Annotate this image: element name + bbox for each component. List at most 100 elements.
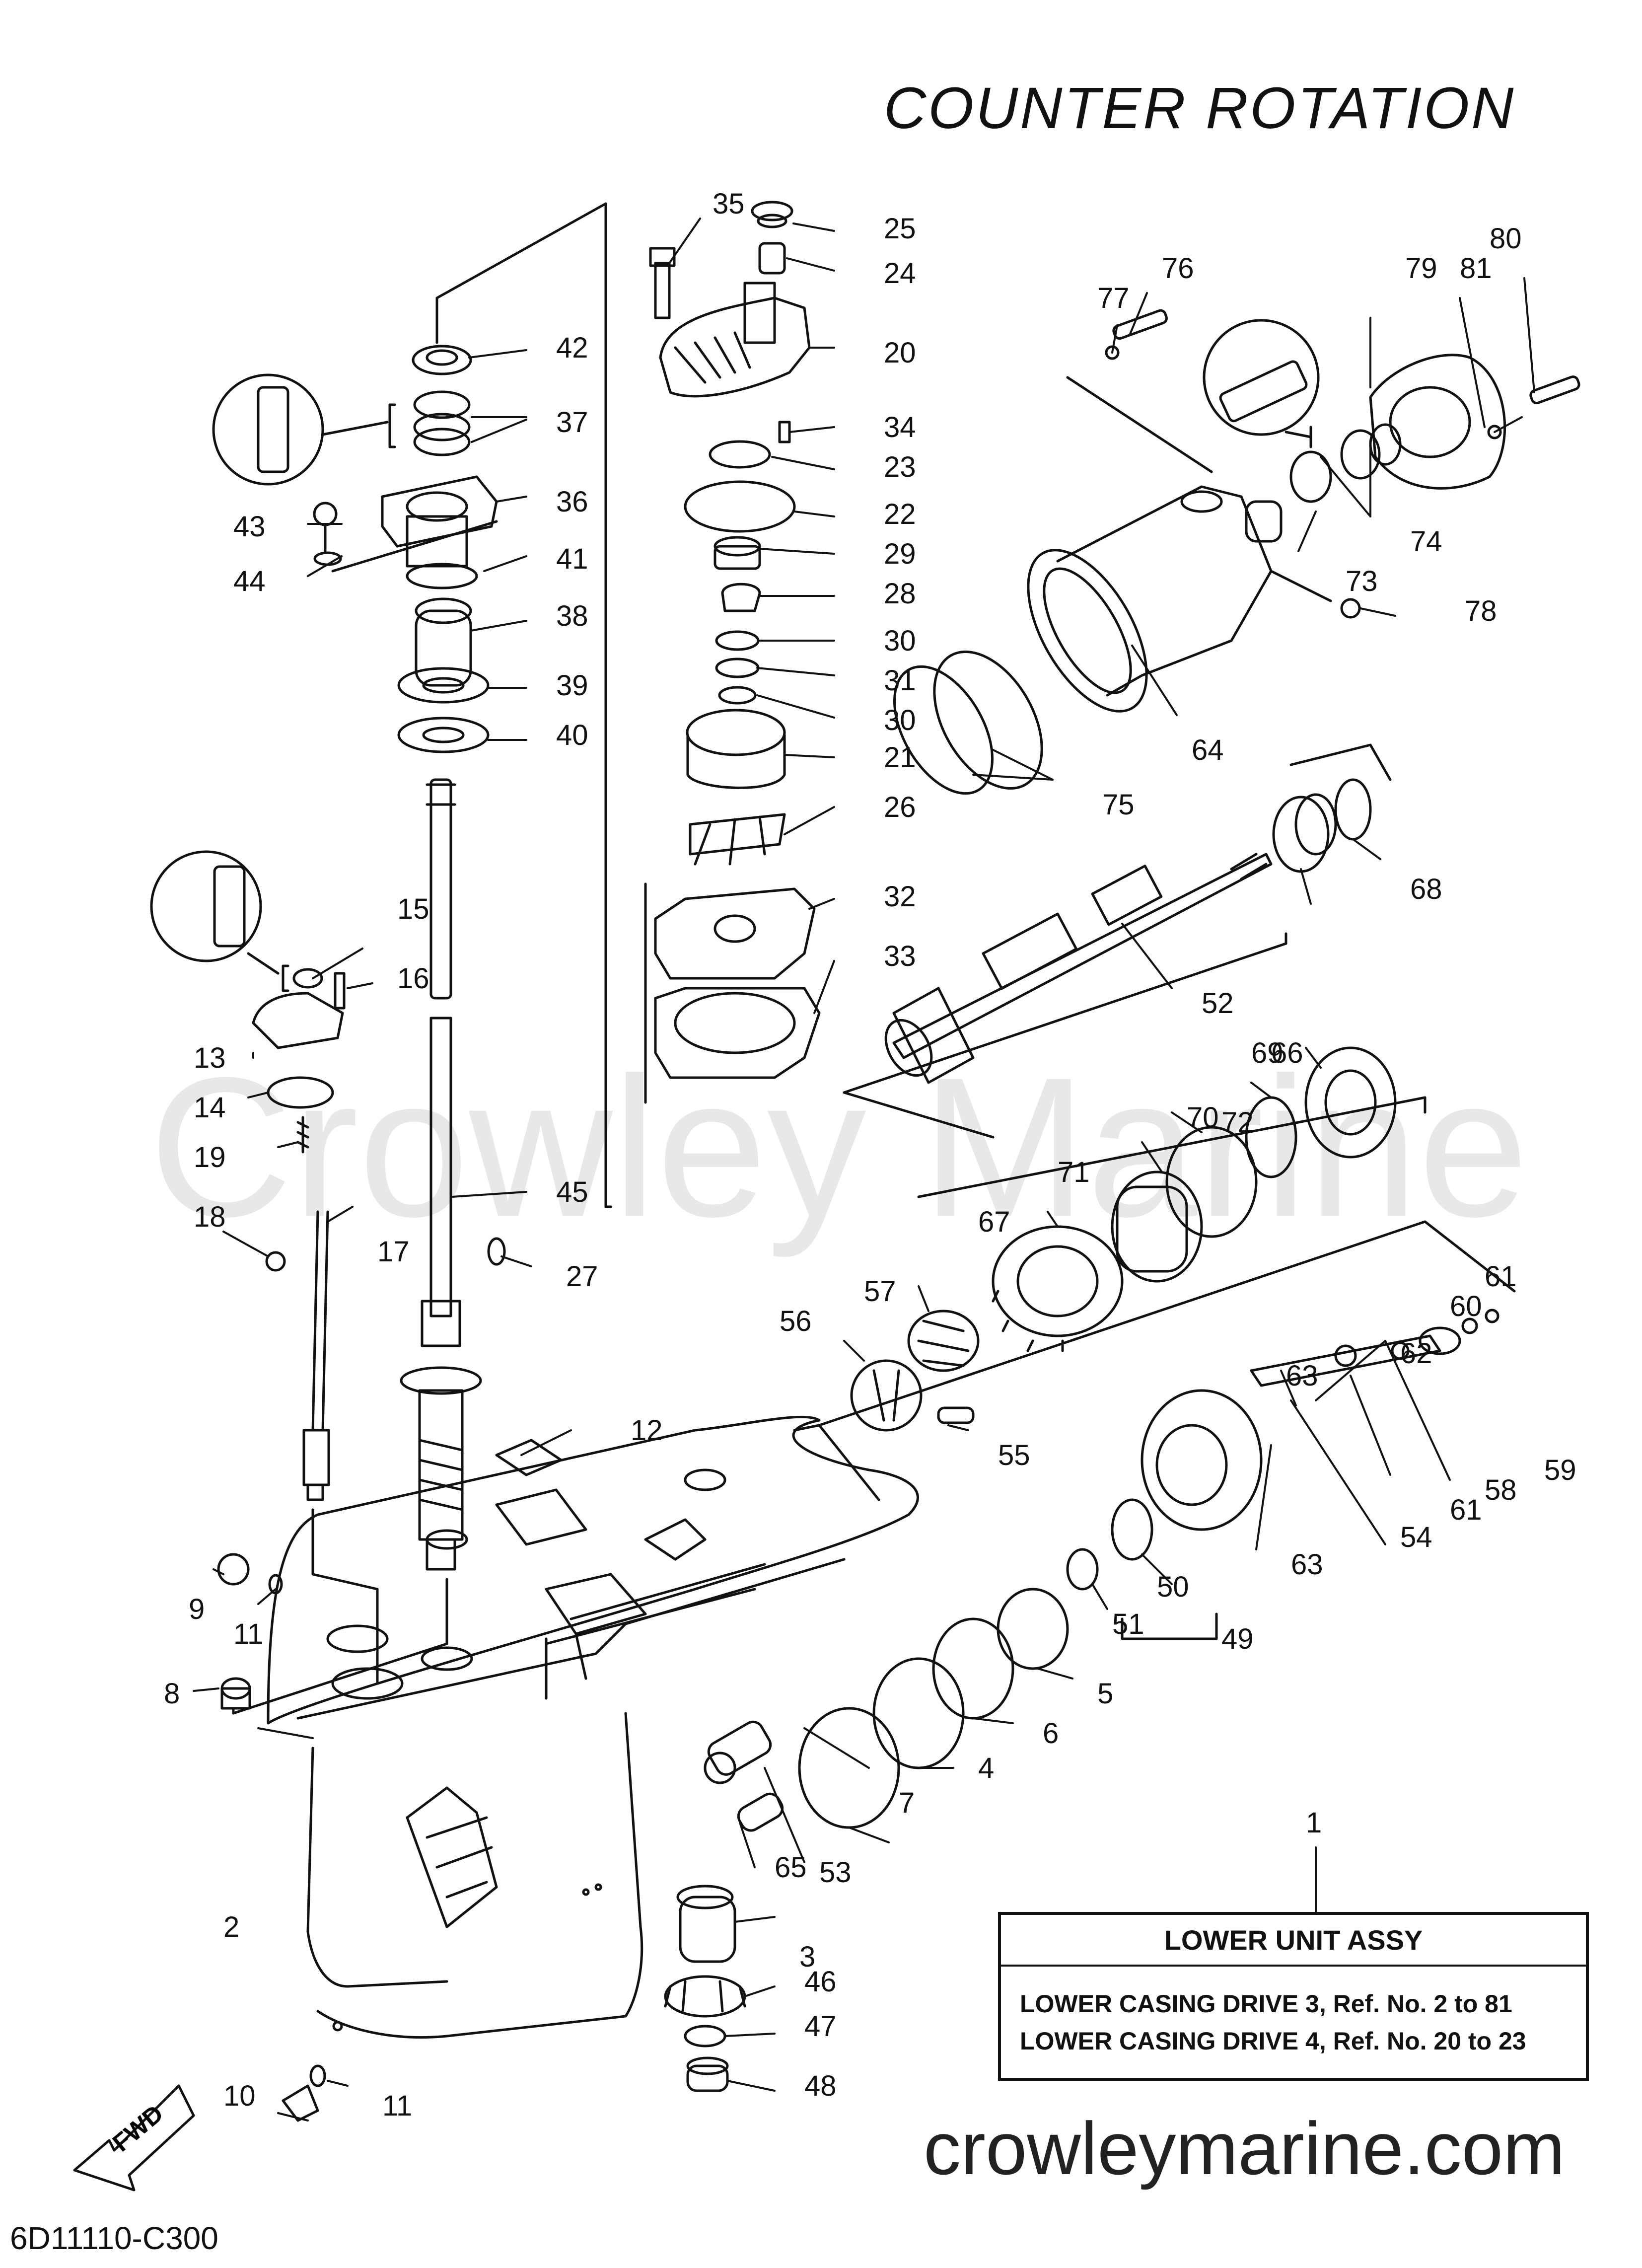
callout-51: 51	[1112, 1608, 1144, 1640]
callout-55: 55	[998, 1439, 1030, 1471]
gear-case	[267, 1415, 919, 2039]
callout-45: 45	[556, 1176, 588, 1208]
callout-2: 2	[223, 1911, 239, 1943]
callout-40: 40	[556, 719, 588, 751]
callout-78: 78	[1465, 595, 1497, 627]
callout-60: 60	[1450, 1290, 1482, 1322]
callout-13: 13	[194, 1042, 226, 1074]
callout-66: 66	[1271, 1037, 1303, 1069]
leader-lines	[193, 218, 1535, 2122]
callout-73: 73	[1346, 565, 1378, 597]
callout-25: 25	[884, 213, 916, 245]
callout-34: 34	[884, 411, 916, 443]
shift-rod	[265, 1210, 330, 1501]
callout-21: 21	[884, 741, 916, 774]
detail-callouts	[150, 319, 1320, 992]
callout-68: 68	[1410, 873, 1442, 905]
callout-9: 9	[189, 1593, 205, 1625]
callout-39: 39	[556, 669, 588, 702]
callout-4: 4	[978, 1752, 994, 1784]
drive-shaft	[400, 778, 482, 1571]
callout-70: 70	[1187, 1101, 1219, 1134]
callout-30: 30	[884, 704, 916, 736]
callout-31: 31	[884, 664, 916, 697]
callout-14: 14	[194, 1092, 226, 1124]
small-parts-left	[217, 968, 563, 2122]
callout-75: 75	[1102, 789, 1135, 821]
callout-76: 76	[1162, 252, 1194, 285]
callout-38: 38	[556, 600, 588, 632]
callout-49: 49	[1221, 1623, 1254, 1655]
gear-train	[664, 1220, 1516, 2092]
lower-unit-assy-box: LOWER UNIT ASSY LOWER CASING DRIVE 3, Re…	[998, 1912, 1589, 2081]
callout-56: 56	[780, 1305, 812, 1337]
callout-7: 7	[899, 1787, 915, 1819]
water-pump-assembly	[644, 201, 821, 1104]
assy-box-divider	[1001, 1965, 1586, 1967]
callout-62: 62	[1400, 1337, 1432, 1370]
callout-17: 17	[377, 1236, 410, 1268]
propeller-shaft-housing	[893, 309, 1580, 795]
callout-28: 28	[884, 578, 916, 610]
website-label: crowleymarine.com	[924, 2107, 1565, 2190]
drive-shaft-bearing-stack	[313, 345, 498, 753]
callout-assy-ref: 1	[1306, 1807, 1322, 1839]
callout-42: 42	[556, 332, 588, 364]
propeller-shaft	[843, 743, 1427, 1283]
callout-50: 50	[1157, 1571, 1189, 1603]
callout-37: 37	[556, 406, 588, 439]
callout-47: 47	[804, 2010, 837, 2043]
callout-11: 11	[382, 2090, 412, 2122]
callout-43: 43	[233, 511, 266, 543]
callout-74: 74	[1410, 525, 1442, 558]
callout-18: 18	[194, 1201, 226, 1233]
callout-44: 44	[233, 565, 266, 597]
callout-67: 67	[978, 1206, 1010, 1238]
callout-labels: 2345678910111112131415161718192021222324…	[107, 188, 1576, 2157]
callout-20: 20	[884, 337, 916, 369]
fwd-arrow-icon	[73, 2084, 195, 2192]
callout-33: 33	[884, 940, 916, 972]
callout-63: 63	[1291, 1548, 1323, 1581]
callout-24: 24	[884, 257, 916, 290]
callout-6: 6	[1043, 1717, 1059, 1750]
callout-11: 11	[233, 1618, 263, 1650]
callout-59: 59	[1544, 1454, 1576, 1486]
callout-12: 12	[631, 1414, 663, 1447]
callout-23: 23	[884, 451, 916, 483]
callout-35: 35	[713, 188, 745, 220]
callout-61: 61	[1450, 1494, 1482, 1526]
callout-52: 52	[1202, 987, 1234, 1020]
callout-53: 53	[819, 1856, 852, 1889]
callout-64: 64	[1192, 734, 1224, 766]
assy-box-title: LOWER UNIT ASSY	[1164, 1924, 1423, 1956]
callout-63: 63	[1286, 1360, 1318, 1392]
assembly-brackets	[232, 202, 612, 1715]
diagram-title: COUNTER ROTATION	[884, 75, 1516, 141]
callout-58: 58	[1485, 1474, 1517, 1506]
assy-line-drive4: LOWER CASING DRIVE 4, Ref. No. 20 to 23	[1020, 2027, 1526, 2055]
callout-19: 19	[194, 1141, 226, 1173]
callout-57: 57	[864, 1275, 896, 1308]
callout-81: 81	[1460, 252, 1492, 285]
diagram-code: 6D11110-C300	[10, 2220, 218, 2256]
callout-77: 77	[1097, 282, 1130, 314]
callout-27: 27	[566, 1260, 598, 1293]
callout-61: 61	[1485, 1260, 1517, 1293]
callout-36: 36	[556, 486, 588, 518]
callout-69: 69	[1251, 1037, 1284, 1069]
callout-26: 26	[884, 791, 916, 823]
callout-10: 10	[223, 2080, 256, 2112]
callout-54: 54	[1400, 1521, 1432, 1553]
callout-79: 79	[1405, 252, 1437, 285]
watermark: Crowley Marine	[149, 1036, 1529, 1258]
callout-30: 30	[884, 625, 916, 657]
callout-3: 3	[799, 1941, 815, 1973]
callout-8: 8	[164, 1678, 180, 1710]
callout-32: 32	[884, 880, 916, 913]
callout-15: 15	[397, 893, 429, 925]
callout-48: 48	[804, 2070, 837, 2102]
callout-46: 46	[804, 1966, 837, 1998]
callout-5: 5	[1097, 1678, 1113, 1710]
